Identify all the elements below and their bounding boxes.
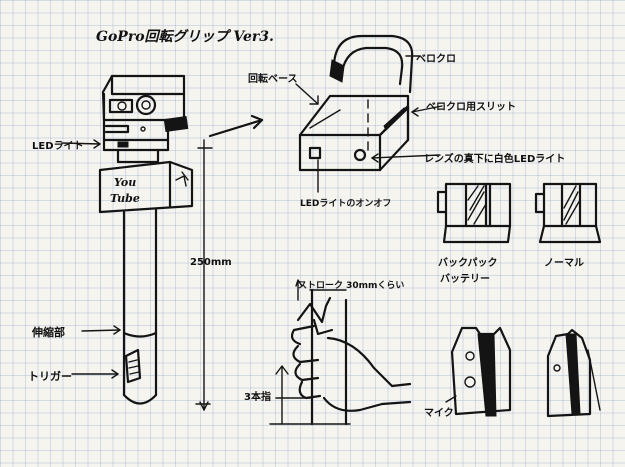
led-light-label: LEDライト	[32, 141, 84, 152]
mic-label: マイク	[424, 408, 454, 419]
left-annotation-arrows	[61, 139, 121, 379]
rotating-base-neck	[116, 148, 160, 164]
rotating-base-label: 回転ベース	[248, 74, 298, 85]
grip-handle	[122, 208, 158, 405]
rotating-base-box	[298, 94, 410, 172]
detail-arrow	[208, 114, 264, 138]
length-label: 250mm	[190, 257, 232, 268]
mic-camera-sketch-small	[546, 328, 601, 418]
page-title: GoPro回転グリップ Ver3.	[96, 29, 274, 45]
white-led-light-label: レンズの真下に白色LEDライト	[424, 154, 566, 165]
trigger-label: トリガー	[28, 370, 72, 383]
hand-sketch	[269, 279, 412, 426]
base-annotation-arrows	[295, 83, 443, 193]
velcro-slit-label: ベロクロ用スリット	[426, 102, 516, 113]
mic-camera-sketch-large	[445, 326, 512, 417]
length-dimension-line	[195, 139, 213, 411]
velcro-sketch	[329, 34, 421, 94]
normal-battery-sketch	[534, 182, 602, 244]
youtube-box	[98, 160, 194, 214]
backpack-battery-sketch	[436, 182, 512, 244]
three-fingers-label: 3本指	[244, 392, 271, 403]
youtube-text-line2: Tube	[110, 192, 140, 205]
telescopic-label: 伸縮部	[32, 326, 65, 339]
velcro-label: ベロクロ	[416, 54, 456, 65]
backpack-battery-label-line1: バックパック	[438, 258, 498, 269]
gopro-camera-sketch	[101, 74, 189, 152]
youtube-text-line1: You	[114, 176, 137, 189]
backpack-battery-label-line2: バッテリー	[440, 274, 490, 285]
normal-battery-label: ノーマル	[544, 258, 584, 269]
stroke-label: ストローク 30mmくらい	[298, 281, 405, 291]
led-switch-label: LEDライトのオンオフ	[300, 199, 392, 209]
